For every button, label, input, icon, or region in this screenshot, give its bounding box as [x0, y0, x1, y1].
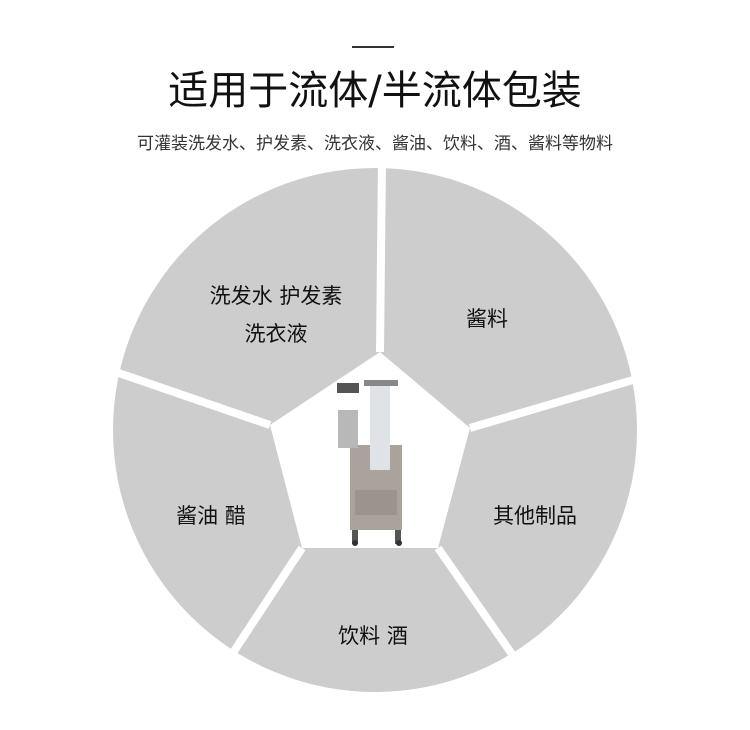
segment-drinks: 饮料 酒 — [338, 624, 408, 648]
page-title: 适用于流体/半流体包装 — [168, 68, 582, 114]
segment-label: 洗发水 护发素 — [209, 284, 343, 308]
title-divider — [352, 46, 394, 48]
segment-shampoo: 洗发水 护发素 洗衣液 — [210, 277, 343, 353]
segment-soy-vinegar: 酱油 醋 — [176, 504, 246, 528]
segment-sauce: 酱料 — [466, 307, 508, 331]
segment-other: 其他制品 — [493, 504, 577, 528]
segment-gaps — [108, 159, 652, 683]
page-subtitle: 可灌装洗发水、护发素、洗衣液、酱油、饮料、酒、酱料等物料 — [137, 134, 613, 154]
packing-machine-image — [337, 380, 402, 546]
segment-label: 洗衣液 — [244, 322, 308, 346]
